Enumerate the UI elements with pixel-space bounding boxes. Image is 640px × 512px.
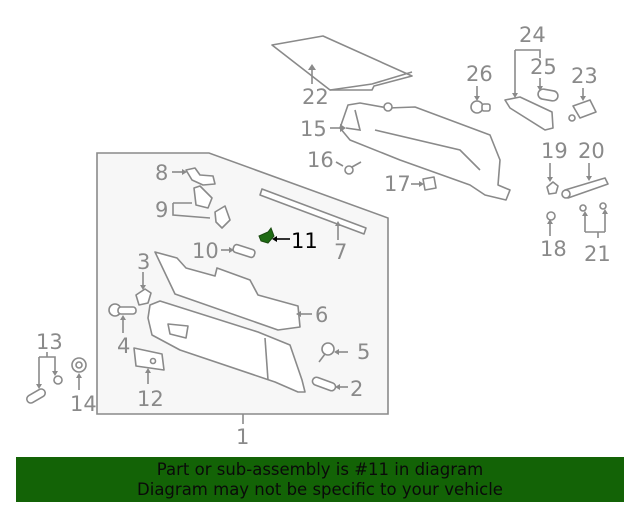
part-13-clips[interactable] — [25, 352, 63, 404]
part-18-socket[interactable] — [546, 211, 556, 236]
part-19-bulb[interactable] — [546, 163, 559, 195]
callout-18: 18 — [540, 237, 567, 261]
callout-10: 10 — [192, 239, 219, 263]
part-20-lamp-bar[interactable] — [561, 163, 609, 199]
part-8-bracket[interactable] — [172, 167, 216, 186]
callout-21: 21 — [584, 242, 611, 266]
part-21-clips[interactable] — [579, 202, 608, 238]
callout-20: 20 — [578, 139, 605, 163]
callout-9: 9 — [155, 198, 168, 222]
callout-23: 23 — [571, 64, 598, 88]
part-2-rod[interactable] — [311, 376, 348, 392]
callout-2: 2 — [350, 377, 363, 401]
callout-16: 16 — [307, 148, 334, 172]
banner-line-2: Diagram may not be specific to your vehi… — [137, 480, 503, 499]
callout-26: 26 — [466, 62, 493, 86]
part-4-bolt[interactable] — [108, 303, 137, 333]
callout-13: 13 — [36, 330, 63, 354]
parts-diagram: 1 2 3 4 5 6 7 8 9 10 11 12 13 14 15 16 1… — [25, 23, 611, 449]
callout-14: 14 — [70, 392, 97, 416]
callout-8: 8 — [155, 161, 168, 185]
callout-3: 3 — [137, 250, 150, 274]
part-5-bumper[interactable] — [318, 342, 348, 363]
callout-17: 17 — [384, 172, 411, 196]
callout-labels: 1 2 3 4 5 6 7 8 9 10 11 12 13 14 15 16 1… — [36, 23, 611, 449]
part-10-pin[interactable] — [221, 243, 256, 259]
part-11-highlighted[interactable] — [258, 226, 290, 244]
part-7-strut[interactable] — [259, 188, 367, 240]
callout-22: 22 — [302, 85, 329, 109]
callout-5: 5 — [357, 340, 370, 364]
callout-7: 7 — [334, 240, 347, 264]
part-16-screw[interactable] — [335, 161, 362, 175]
part-23-switch[interactable] — [568, 88, 597, 122]
part-12-plate[interactable] — [133, 347, 165, 384]
part-14-grommet[interactable] — [71, 357, 87, 390]
callout-19: 19 — [541, 139, 568, 163]
callout-1: 1 — [236, 425, 249, 449]
callout-11: 11 — [291, 229, 318, 253]
part-25-pin[interactable] — [537, 78, 559, 102]
part-22-panel[interactable] — [271, 35, 413, 91]
callout-25: 25 — [530, 55, 557, 79]
part-1-door[interactable] — [147, 300, 306, 393]
info-banner: Part or sub-assembly is #11 in diagram D… — [16, 457, 624, 502]
part-3-clip[interactable] — [135, 272, 152, 306]
part-17-pad[interactable] — [411, 176, 437, 191]
callout-6: 6 — [315, 303, 328, 327]
part-9-hinges[interactable] — [172, 185, 231, 229]
callout-4: 4 — [117, 334, 130, 358]
banner-line-1: Part or sub-assembly is #11 in diagram — [156, 460, 484, 479]
callout-12: 12 — [137, 387, 164, 411]
callout-24: 24 — [519, 23, 546, 47]
part-6-liner[interactable] — [154, 251, 312, 331]
part-26-clip[interactable] — [470, 86, 491, 114]
callout-15: 15 — [300, 117, 327, 141]
part-15-housing[interactable] — [330, 102, 511, 201]
part-24-latch[interactable] — [504, 49, 554, 131]
